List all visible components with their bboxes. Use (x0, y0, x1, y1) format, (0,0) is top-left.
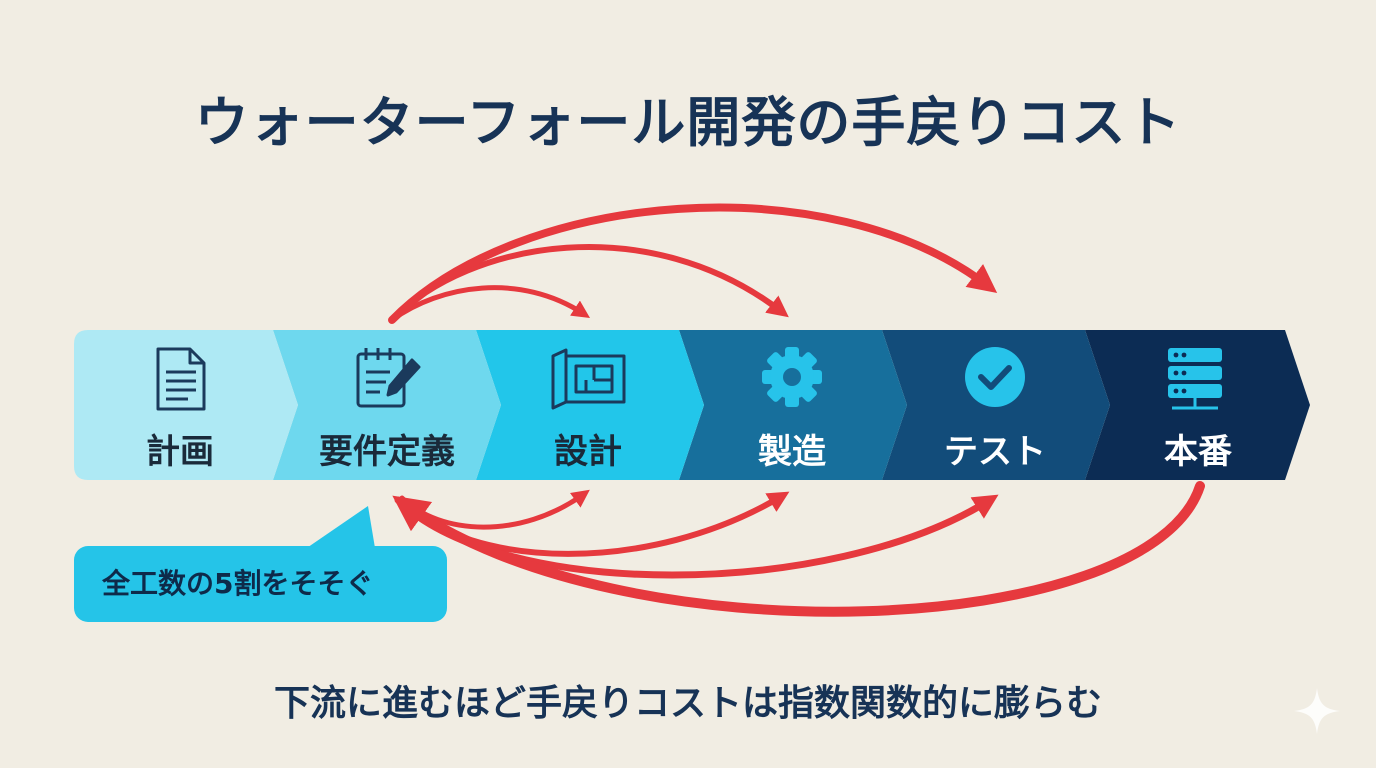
document-icon (156, 347, 206, 411)
page-title: ウォーターフォール開発の手戻りコスト (194, 91, 1182, 154)
stage-label-5: テスト (944, 432, 1046, 472)
notepad-pencil-icon (356, 348, 421, 408)
arrow-req-to-test-upper (388, 203, 998, 324)
stage-chevron-1 (74, 330, 298, 480)
callout-text: 全工数の5割をそそぐ (102, 567, 374, 600)
sparkle-icon (1294, 688, 1340, 734)
stage-label-1: 計画 (146, 432, 214, 472)
subtitle: 下流に進むほど手戻りコストは指数関数的に膨らむ (273, 683, 1102, 724)
arrow-req-to-design-upper (389, 285, 591, 323)
stage-label-3: 設計 (554, 432, 622, 472)
check-circle-icon (965, 347, 1025, 407)
upper-arrows (388, 203, 998, 324)
gear-icon (762, 347, 822, 407)
callout-box: 全工数の5割をそそぐ (74, 546, 447, 622)
server-icon (1168, 348, 1222, 410)
stage-label-2: 要件定義 (319, 432, 455, 472)
stage-label-6: 本番 (1164, 432, 1232, 472)
arrow-prod-to-req (392, 481, 1205, 617)
stage-label-4: 製造 (758, 432, 826, 472)
arrow-req-to-build-upper (389, 244, 789, 323)
stage-chevron-3 (476, 330, 704, 480)
lower-arrows (392, 481, 1205, 617)
stage-chevron-6 (1085, 330, 1310, 480)
callout-tail (298, 506, 376, 554)
blueprint-icon (551, 348, 626, 410)
